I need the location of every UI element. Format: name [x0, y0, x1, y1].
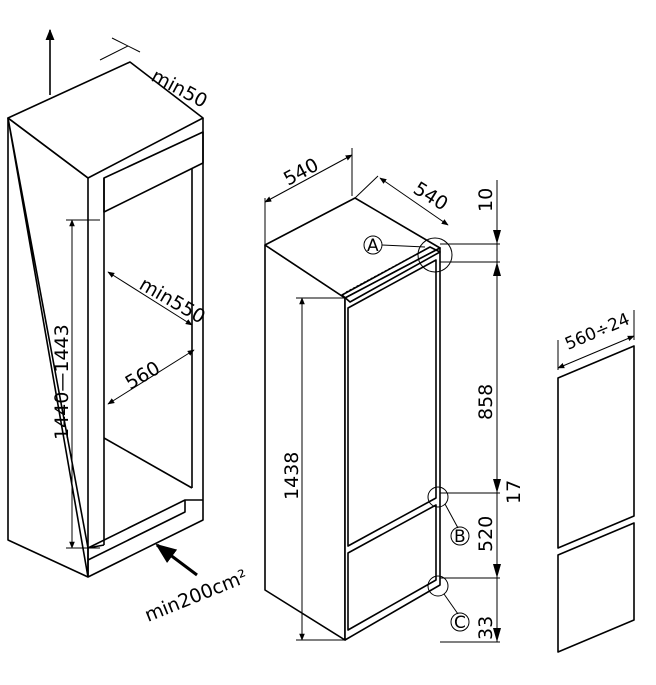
door-upper: [347, 259, 437, 547]
dim-depth-540: 540: [409, 178, 451, 216]
detail-a-circle: [417, 237, 453, 273]
dim-min550: min550: [136, 273, 209, 328]
dim-door-width: 560÷24: [562, 309, 633, 354]
point-b-label: B: [454, 527, 466, 547]
detail-c-circle: [427, 575, 449, 597]
dim-upper-858: 858: [475, 384, 497, 420]
detail-b-circle: [427, 486, 449, 508]
point-c-label: C: [454, 613, 466, 633]
point-a-label: A: [367, 236, 379, 256]
dim-height-range: 1440—1443: [51, 324, 73, 440]
door-panel-upper: [557, 345, 635, 549]
dim-top-offset-10: 10: [475, 188, 497, 212]
door-panel-lower: [557, 522, 635, 653]
dim-width-540: 540: [280, 154, 322, 190]
appliance-side: [264, 244, 346, 641]
dim-560: 560: [122, 357, 164, 394]
cabinet-drawing: min50 1440—1443 min550 560 min200cm²: [7, 28, 251, 627]
door-panels-drawing: 560÷24: [557, 309, 635, 653]
dim-divider-17: 17: [503, 480, 525, 504]
door-lower: [347, 504, 437, 631]
dim-total-1438: 1438: [281, 452, 303, 500]
vent-arrow: [155, 543, 198, 577]
appliance-drawing: 540 540 A B C 1438: [264, 148, 525, 643]
dim-bottom-33: 33: [475, 616, 497, 640]
cabinet-side-panel: [7, 117, 89, 578]
dim-lower-520: 520: [475, 516, 497, 552]
